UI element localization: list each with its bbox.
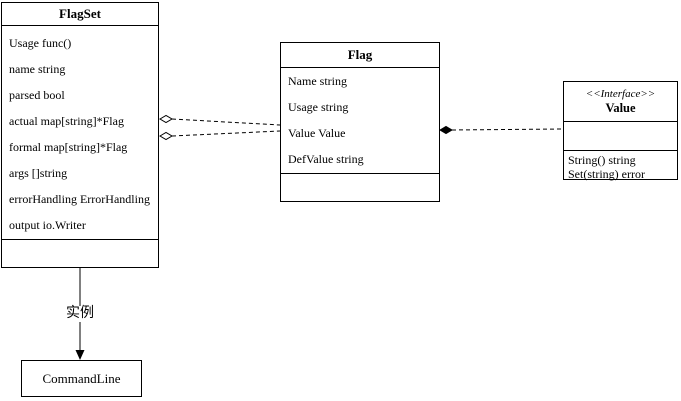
composition-edge-flag-value <box>439 125 564 135</box>
class-flag-title: Flag <box>281 43 439 68</box>
class-flagset: FlagSet Usage func() name string parsed … <box>1 2 159 268</box>
aggregation-edge-line <box>171 130 281 137</box>
class-flag-methods-compartment <box>281 173 439 201</box>
class-flag-fields: Name string Usage string Value Value Def… <box>281 68 439 173</box>
interface-value: <<Interface>> Value String() string Set(… <box>563 81 678 181</box>
class-flagset-title: FlagSet <box>2 3 158 26</box>
interface-value-methods: String() string Set(string) error <box>564 150 677 181</box>
class-flag: Flag Name string Usage string Value Valu… <box>280 42 440 202</box>
interface-name: Value <box>605 100 636 115</box>
field-formal: formal map[string]*Flag <box>9 139 128 154</box>
class-commandline: CommandLine <box>21 360 142 397</box>
field-defvalue: DefValue string <box>288 151 364 166</box>
aggregation-edge-flagset-actual-flag <box>159 114 281 126</box>
interface-value-fields-compartment <box>564 121 677 150</box>
field-output: output io.Writer <box>9 217 86 232</box>
field-parsed: parsed bool <box>9 87 65 102</box>
aggregation-edge-flagset-formal-flag <box>159 130 281 141</box>
interface-stereotype: <<Interface>> <box>585 87 656 100</box>
method-string: String() string <box>568 153 636 167</box>
field-usage: Usage string <box>288 99 349 114</box>
arrowhead-icon <box>75 350 85 360</box>
instance-edge-label: 实例 <box>60 306 100 322</box>
field-usage: Usage func() <box>9 35 72 50</box>
field-errorhandling: errorHandling ErrorHandling <box>9 191 150 206</box>
aggregation-edge-line <box>171 118 281 126</box>
composition-edge-line <box>451 128 564 131</box>
field-args: args []string <box>9 165 68 180</box>
method-set: Set(string) error <box>568 167 645 181</box>
filled-diamond-icon <box>439 125 453 135</box>
hollow-diamond-icon <box>159 114 173 124</box>
hollow-diamond-icon <box>159 131 173 141</box>
field-name: Name string <box>288 73 347 88</box>
class-commandline-title: CommandLine <box>42 370 121 386</box>
interface-value-title: <<Interface>> Value <box>564 82 677 121</box>
class-flagset-methods-compartment <box>2 239 158 267</box>
field-name: name string <box>9 61 66 76</box>
field-value: Value Value <box>288 125 346 140</box>
field-actual: actual map[string]*Flag <box>9 113 124 128</box>
class-flagset-fields: Usage func() name string parsed bool act… <box>2 26 158 239</box>
